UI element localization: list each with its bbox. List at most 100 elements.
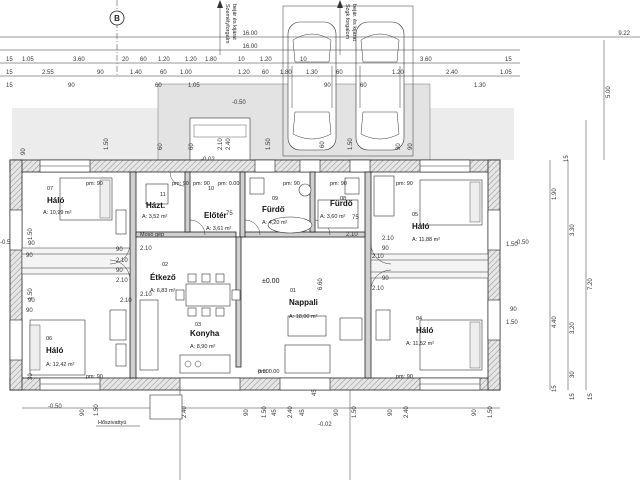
room-09-name: Fürdő [262,205,285,214]
bottom-dim: 1.50 [352,406,358,418]
dim-row3-8: 3.60 [420,57,432,63]
level-left: -0.50 [0,240,14,246]
pm-label: pm: 90 [283,181,300,187]
dim-right-total: 9.22 [618,31,630,37]
dim-row4-small-5: 60 [360,83,367,89]
room-07-area: A: 10,99 m² [43,210,72,216]
bottom-dim: 90 [472,409,478,416]
door-dim: 90 [382,276,389,282]
top-wall-dim: 90 [21,148,27,155]
dim-row4-5: 1.00 [180,70,192,76]
pm-label: pm: 90 [330,181,347,187]
door-dim: 2.10 [382,236,394,242]
dim-row3-small-2: 60 [140,57,147,63]
door-dim: 2.10 [372,286,384,292]
interior-dim: 45 [312,389,318,396]
street-label-left-2: bejár és kijárat [231,4,237,40]
right-dim: 15 [588,393,594,400]
dim-row3-3: 1.20 [185,57,197,63]
room-09-area: A: 4,20 m² [262,220,288,226]
room-04-num: 04 [416,316,422,322]
bottom-dim: 90 [244,409,250,416]
room-05-name: Háló [412,222,429,231]
car-left [287,21,337,151]
heat-pump-label: Hőszivattyú [98,420,126,426]
dim-row3-4: 1.80 [205,57,217,63]
room-02-name: Étkező [150,273,176,282]
bottom-dim: 90 [80,409,86,416]
dim-row3-7: 10 [300,57,307,63]
bottom-dimensions: 90 1.50 90 2.40 90 1.50 45 2.40 45 90 1.… [22,404,500,418]
right-dim: 15 [564,155,570,162]
left-dim: 90 [26,253,33,259]
door-dim: 90 [382,246,389,252]
room-labels: 07 Háló A: 10,99 m² 11 Házt. A: 3,52 m² … [43,186,440,375]
pm-labels: pm: 90 pm: 90 pm: 90 pm: 0.00 pm: 90 pm:… [86,181,413,380]
room-11-num: 11 [160,192,166,198]
room-09-num: 09 [272,196,278,202]
bottom-dim: 45 [300,409,306,416]
pm-label: pm: 0.00 [218,181,239,187]
room-10-name: Előtér [204,211,227,220]
room-02-num: 02 [162,262,168,268]
room-03-name: Konyha [190,329,220,338]
top-dimensions: 16.00 9.22 16.00 15 15 1.05 3.60 20 60 1… [0,31,640,89]
door-dim: 90 [28,298,35,304]
dim-total-second: 16.00 [242,44,258,50]
bottom-dim: 90 [334,409,340,416]
door-swings [109,171,392,291]
door-dim: 2.10 [140,246,152,252]
dim-row4-9: 1.30 [306,70,318,76]
top-wall-dim: 2.10 [218,138,224,150]
right-dimensions: 15 1.90 3.30 1.50 7.20 4.40 3.20 1.50 90… [506,40,612,400]
room-08-area: A: 3,60 m² [320,214,346,220]
room-03-num: 03 [195,322,201,328]
bottom-dim: 2.40 [404,406,410,418]
door-dimension-labels: 2.10 2.10 2.10 2.10 2.10 2.10 2.10 2.10 … [28,211,394,304]
top-wall-dim: 2.40 [226,138,232,150]
exterior-walls [9,159,501,391]
dim-row4-8: 1.80 [280,70,292,76]
dim-row4-7: 60 [262,70,269,76]
top-wall-dim: 90 [396,143,402,150]
right-dim: 5.00 [606,86,612,98]
door-dim: 2.10 [116,278,128,284]
interior-walls [21,171,489,379]
bottom-dim: 2.40 [288,406,294,418]
right-dim: 15 [570,393,576,400]
top-wall-dim: 60 [189,143,195,150]
dim-row4-11: 1.20 [392,70,404,76]
dim-left-small-3: 15 [6,83,13,89]
left-dim: 30 [28,373,34,380]
room-08-name: Fürdő [330,199,353,208]
dim-row4-12: 2.40 [446,70,458,76]
door-dim: 2.10 [372,254,384,260]
room-11-name: Házt. [146,201,165,210]
grid-marker-label: B [114,14,120,23]
interior-dim: 2.10 [120,298,132,304]
room-10-num: 10 [208,186,214,192]
street-label-right-1: Szgk forgalom [344,4,350,40]
room-01-name: Nappali [289,298,318,307]
top-wall-dim: 1.50 [266,138,272,150]
dim-left-small-1: 15 [6,57,13,63]
dim-row4-2: 90 [97,70,104,76]
dim-row3-small-1: 1.05 [22,57,34,63]
dim-row3-small-3: 1.20 [158,57,170,63]
dim-row4-small-1: 90 [68,83,75,89]
room-03-area: A: 8,90 m² [190,344,216,350]
level-terrace: -0.50 [232,100,246,106]
right-dim: 3.30 [570,224,576,236]
door-dim: 2.10 [346,232,358,238]
level-bottom-left: -0.50 [48,404,62,410]
right-dim: 1.90 [552,188,558,200]
level-right: -0.50 [515,240,529,246]
pm-label: pm: 90 [172,181,189,187]
dim-row4-small-3: 1.05 [188,83,200,89]
pm-label: pm: 90 [193,181,210,187]
pm-label: pm: 90 [86,181,103,187]
top-wall-dim: 1.50 [104,138,110,150]
pm-label: pm: 90 [86,374,103,380]
bottom-dim: 90 [388,409,394,416]
dim-row3-1: 3.60 [73,57,85,63]
